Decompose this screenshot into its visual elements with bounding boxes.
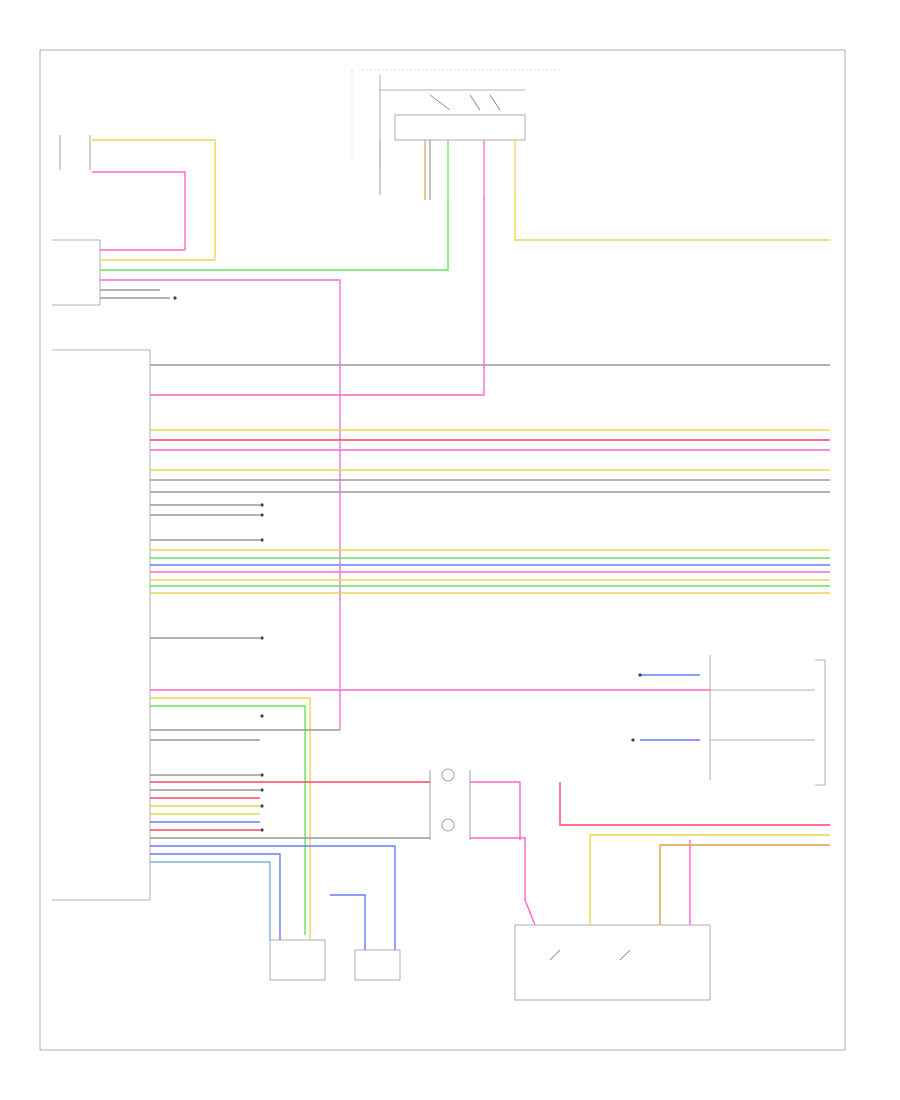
diagram-border	[39, 49, 846, 1051]
ground-markers	[173, 296, 642, 832]
blower-relay	[59, 135, 216, 260]
steering-wheel-switch	[514, 840, 711, 1001]
ignition-switch	[351, 69, 560, 170]
output-shaft-speed-sensor	[429, 768, 526, 900]
ignition-output-wire	[514, 195, 830, 241]
module-output-wires	[150, 429, 830, 639]
ignition-switch-leads	[379, 140, 516, 200]
electronic-automatic-transaxle-module	[52, 195, 830, 901]
transmission-range-sensor	[269, 939, 326, 981]
powertrain-control-module	[52, 200, 449, 730]
module-lower-wires	[150, 689, 710, 950]
brake-switch	[559, 655, 830, 850]
selector-lever-switch	[354, 949, 401, 981]
